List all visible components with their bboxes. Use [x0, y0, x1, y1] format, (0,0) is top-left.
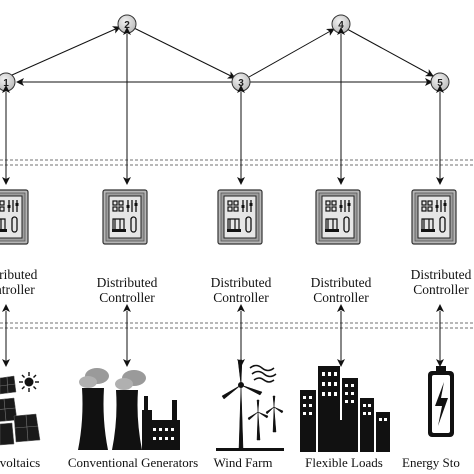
controller-label: Distributed Controller — [196, 275, 286, 305]
solar-panel-icon — [0, 372, 41, 446]
controller-label: Distributed Controller — [296, 275, 386, 305]
resource-label-wind-farm: Wind Farm — [213, 455, 273, 470]
controller-label-line1: Distributed — [410, 267, 472, 282]
controller-resource-links — [2, 304, 444, 367]
node-controller-links — [2, 27, 444, 185]
power-plant-icon — [78, 368, 180, 450]
controller-icon — [102, 189, 148, 245]
controller-label: Distributed Controller — [82, 275, 172, 305]
link-2-3 — [133, 27, 236, 79]
resource-label-conventional-generators: Conventional Generators — [67, 455, 199, 470]
controller-icon — [315, 189, 361, 245]
controller-icons — [0, 189, 457, 245]
controller-label-line1: Distributed — [0, 267, 38, 282]
controller-icon — [0, 189, 29, 245]
controller-icon — [217, 189, 263, 245]
resource-label-flexible-loads: Flexible Loads — [305, 455, 383, 470]
controller-icon — [411, 189, 457, 245]
svg-text:4: 4 — [338, 20, 344, 31]
controller-label-line2: Controller — [413, 282, 469, 297]
controller-label-line2: Controller — [213, 290, 269, 305]
link-4-5 — [346, 28, 434, 77]
svg-text:2: 2 — [124, 20, 130, 31]
node-4: 4 — [331, 14, 351, 34]
svg-text:5: 5 — [437, 78, 443, 89]
resource-label-photovoltaics: voltaics — [0, 455, 41, 470]
network-links — [11, 26, 434, 86]
city-buildings-icon — [300, 366, 390, 452]
svg-text:1: 1 — [3, 78, 9, 89]
controller-label-line2: Controller — [313, 290, 369, 305]
controller-label: Distributed Controller — [396, 267, 474, 297]
node-2: 2 — [117, 14, 137, 34]
svg-text:3: 3 — [238, 78, 244, 89]
node-1: 1 — [0, 72, 16, 92]
controller-label-line1: Distributed — [210, 275, 272, 290]
node-3: 3 — [231, 72, 251, 92]
network-nodes: 1 2 3 4 5 — [0, 14, 450, 92]
link-3-4 — [248, 28, 335, 78]
battery-icon — [428, 366, 454, 437]
node-5: 5 — [430, 72, 450, 92]
controller-label-line2: Controller — [99, 290, 155, 305]
controller-label-line1: Distributed — [310, 275, 372, 290]
controller-label-line1: Distributed — [96, 275, 158, 290]
wind-turbine-icon — [216, 359, 284, 451]
controller-label-line2: Controller — [0, 282, 35, 297]
link-1-2 — [11, 26, 121, 76]
resource-label-energy-storage: Energy Sto — [402, 456, 460, 470]
controller-label: Distributed Controller — [0, 267, 52, 297]
